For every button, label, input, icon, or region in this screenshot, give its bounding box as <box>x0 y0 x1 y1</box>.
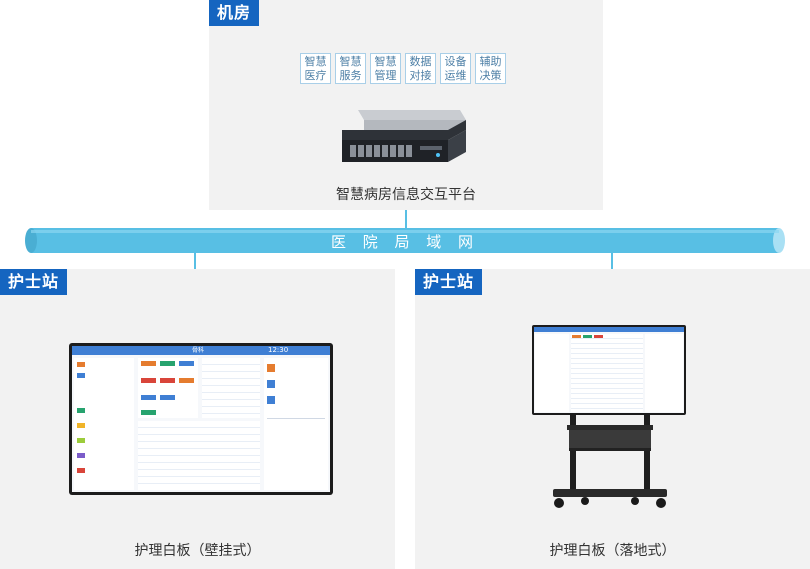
platform-label: 智慧病房信息交互平台 <box>336 187 476 203</box>
module-list: 智慧 医疗 智慧 服务 智慧 管理 数据 对接 设备 运维 辅助 决策 <box>300 53 506 84</box>
nurse-station-right-panel <box>415 269 810 569</box>
wall-whiteboard-caption: 护理白板（壁挂式） <box>134 543 261 559</box>
server-icon <box>342 110 466 162</box>
whiteboard-screen-left: 骨科 12:30 <box>72 346 330 492</box>
module-device-maintenance: 设备 运维 <box>440 53 471 84</box>
module-decision-support: 辅助 决策 <box>475 53 506 84</box>
screen-badges <box>138 358 198 418</box>
wall-whiteboard: 骨科 12:30 <box>69 343 333 495</box>
module-data-interface: 数据 对接 <box>405 53 436 84</box>
lan-label: 医 院 局 域 网 <box>330 233 480 251</box>
link-left-station <box>194 253 196 269</box>
module-smart-medical: 智慧 医疗 <box>300 53 331 84</box>
server-room-tag: 机房 <box>209 0 260 26</box>
floor-stand <box>553 415 667 508</box>
screen-header: 骨科 12:30 <box>72 346 330 355</box>
module-smart-management: 智慧 管理 <box>370 53 401 84</box>
floor-whiteboard-caption: 护理白板（落地式） <box>549 543 676 559</box>
screen-right-panel <box>264 358 328 490</box>
screen-time: 12:30 <box>268 346 289 354</box>
nurse-station-right-tag: 护士站 <box>415 269 483 295</box>
floor-whiteboard <box>532 325 686 415</box>
screen-table <box>138 421 260 490</box>
link-server <box>405 210 407 228</box>
screen-sidebar <box>74 358 134 490</box>
module-smart-service: 智慧 服务 <box>335 53 366 84</box>
screen-department: 骨科 <box>192 347 205 354</box>
link-right-station <box>611 253 613 269</box>
whiteboard-screen-right <box>534 327 684 413</box>
lan-pipe <box>25 228 785 253</box>
server-room-panel <box>209 0 603 210</box>
screen-side-table <box>202 358 260 418</box>
nurse-station-left-tag: 护士站 <box>0 269 68 295</box>
